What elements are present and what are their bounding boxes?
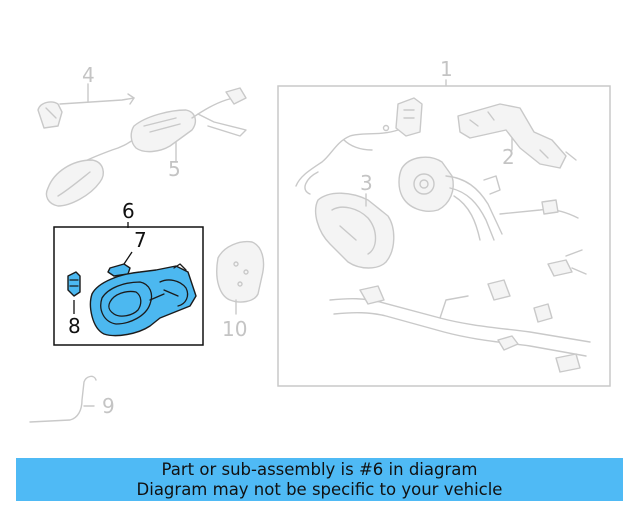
part-8-latch — [67, 271, 81, 297]
part-9-wire — [29, 375, 97, 423]
info-banner: Part or sub-assembly is #6 in diagram Di… — [16, 458, 623, 501]
part-2-bracket — [457, 103, 577, 169]
part-lower-harness — [329, 249, 591, 373]
callout-4: 4 — [82, 63, 95, 87]
callout-2: 2 — [502, 145, 515, 169]
part-6-charge-port-housing — [89, 263, 197, 337]
callout-1: 1 — [440, 57, 453, 81]
callout-3: 3 — [360, 171, 373, 195]
callout-9: 9 — [102, 394, 115, 418]
callout-7: 7 — [134, 228, 147, 252]
part-10-pad — [216, 240, 265, 315]
assembly-6-frame — [53, 226, 204, 346]
callout-8: 8 — [68, 314, 81, 338]
callout-6: 6 — [122, 199, 135, 223]
banner-line-2: Diagram may not be specific to your vehi… — [136, 479, 503, 499]
part-3-lid-inner — [314, 192, 395, 269]
callout-7-leader — [123, 251, 133, 265]
assembly-1-frame — [277, 85, 611, 387]
callout-5: 5 — [168, 157, 181, 181]
part-4-clip — [37, 83, 135, 129]
banner-line-1: Part or sub-assembly is #6 in diagram — [161, 459, 478, 479]
part-actuator-harness — [295, 97, 423, 195]
part-charge-inlet — [398, 156, 579, 241]
part-5-charging-cable — [45, 87, 247, 207]
callout-10: 10 — [222, 317, 247, 341]
